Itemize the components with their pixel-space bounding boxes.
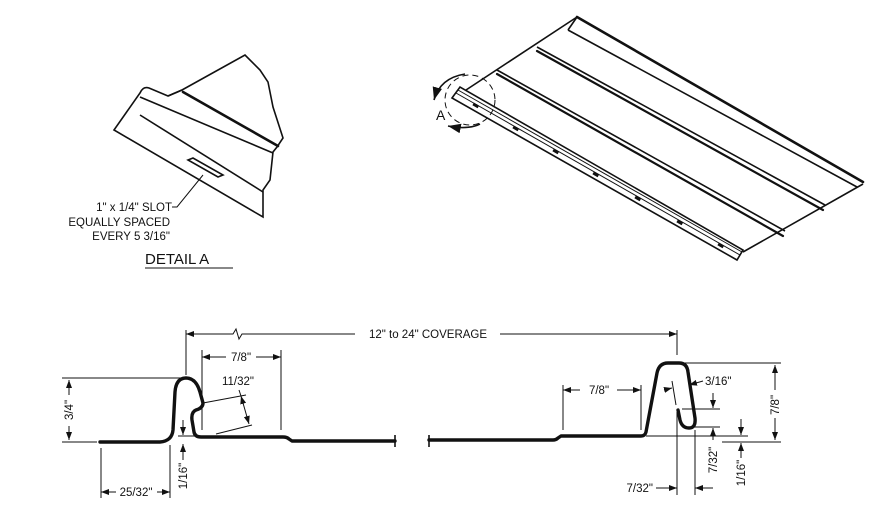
right-hem-width-dimension: 7/32" [627,483,653,495]
detail-callout-circle [444,74,496,126]
detail-a-view: 1" x 1/4" SLOT EQUALLY SPACED EVERY 5 3/… [68,54,284,269]
coverage-dimension: 12" to 24" COVERAGE [369,329,487,341]
slot-note-line1: 1" x 1/4" SLOT [96,202,172,214]
isometric-panel-view: A [432,15,865,262]
slot-marks [472,102,725,249]
right-flat-dimension: 7/8" [589,385,609,397]
left-height-dimension: 3/4" [64,400,76,420]
rotate-arrow-icon [432,73,466,101]
left-offset-dimension: 1/16" [178,463,190,489]
detail-a-title: DETAIL A [145,251,209,268]
slot-icon [186,157,225,178]
right-offset-dimension: 1/16" [736,460,748,486]
left-flange-dimension: 25/32" [120,487,153,499]
slot-note-line3: EVERY 5 3/16" [92,231,170,243]
callout-label: A [436,107,446,123]
left-flat-dimension: 7/8" [231,352,251,364]
right-height-dimension: 7/8" [770,395,782,415]
right-hem-gap-dimension: 7/32" [708,447,720,473]
right-hem-dimension: 3/16" [705,376,731,388]
left-lock-dimension: 11/32" [222,376,254,388]
rotate-arrow-icon [447,123,481,134]
slot-note-line2: EQUALLY SPACED [68,217,170,229]
profile-section-view: 12" to 24" COVERAGE 3/4" 25/32" 1/16" 7/… [62,327,782,499]
